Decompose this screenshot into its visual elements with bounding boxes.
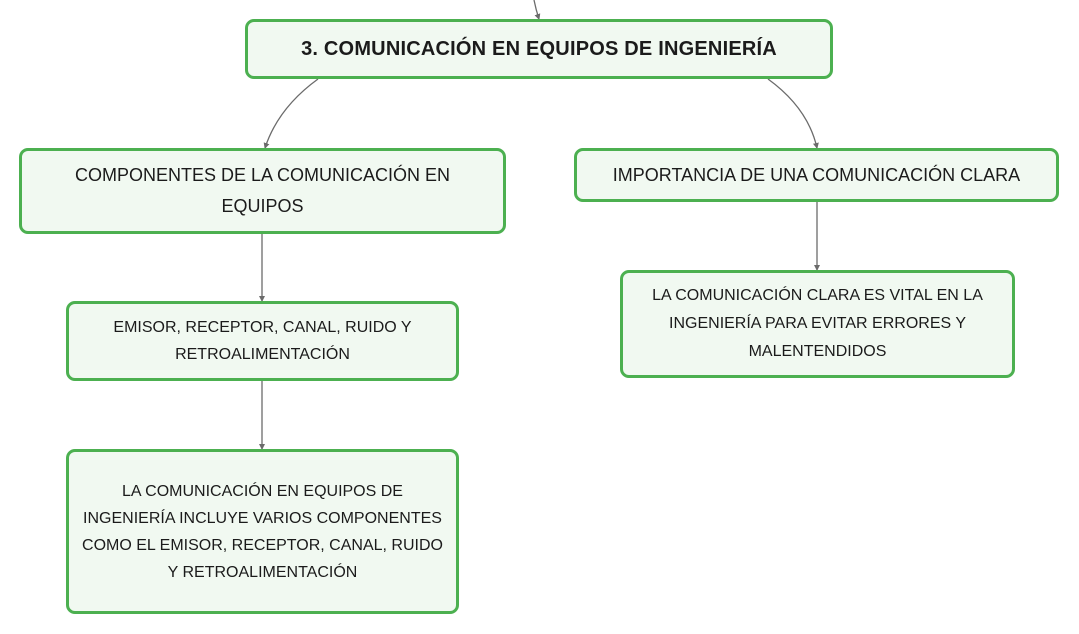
connector-root-to-importance [767, 78, 819, 149]
importance-detail-label: LA COMUNICACIÓN CLARA ES VITAL EN LA ING… [652, 287, 983, 360]
root-topic-label: 3. COMUNICACIÓN EN EQUIPOS DE INGENIERÍA [301, 37, 777, 60]
importance-topic-node[interactable]: IMPORTANCIA DE UNA COMUNICACIÓN CLARA [574, 148, 1059, 202]
components-detail-label: LA COMUNICACIÓN EN EQUIPOS DE INGENIERÍA… [82, 482, 443, 581]
components-topic-node[interactable]: COMPONENTES DE LA COMUNICACIÓN EN EQUIPO… [19, 148, 506, 234]
components-detail-node[interactable]: LA COMUNICACIÓN EN EQUIPOS DE INGENIERÍA… [66, 449, 459, 614]
importance-detail-node[interactable]: LA COMUNICACIÓN CLARA ES VITAL EN LA ING… [620, 270, 1015, 378]
connector-parent-to-root [533, 0, 541, 20]
elements-topic-node[interactable]: EMISOR, RECEPTOR, CANAL, RUIDO Y RETROAL… [66, 301, 459, 381]
elements-topic-label: EMISOR, RECEPTOR, CANAL, RUIDO Y RETROAL… [113, 319, 412, 363]
importance-topic-label: IMPORTANCIA DE UNA COMUNICACIÓN CLARA [612, 164, 1021, 185]
connector-root-to-components [263, 78, 319, 149]
components-topic-label: COMPONENTES DE LA COMUNICACIÓN EN EQUIPO… [74, 165, 451, 216]
root-topic-node[interactable]: 3. COMUNICACIÓN EN EQUIPOS DE INGENIERÍA [245, 19, 833, 79]
